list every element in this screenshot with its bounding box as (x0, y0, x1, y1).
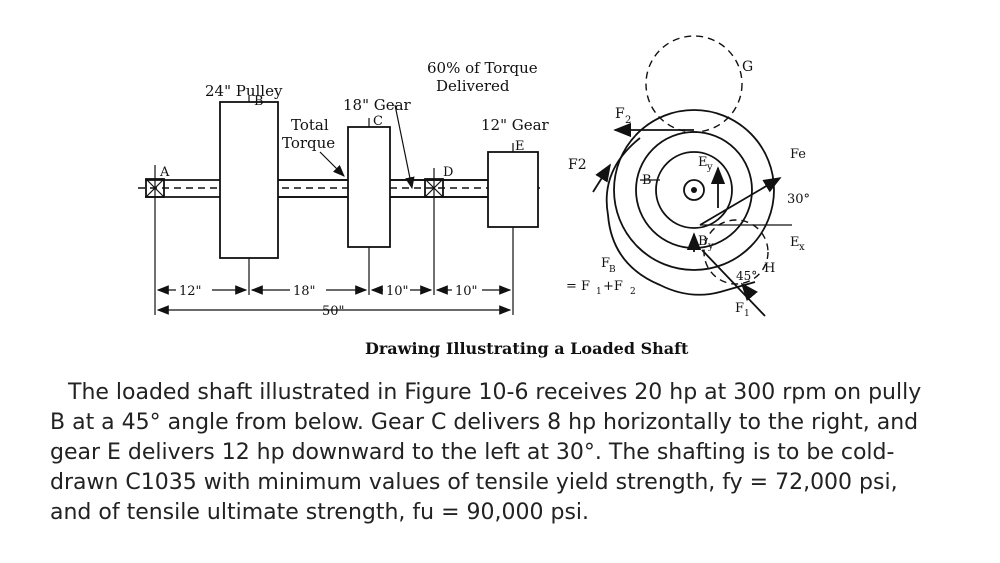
gear-c (347, 126, 391, 248)
f1-sub: 1 (744, 309, 750, 319)
gear-e-circle (655, 151, 733, 229)
shaft-side-view: 24" Pulley B 18" Gear C Total Torque 60%… (138, 59, 550, 319)
problem-statement: The loaded shaft illustrated in Figure 1… (50, 378, 970, 528)
point-c-label: C (373, 114, 383, 129)
angle30-label: 30° (787, 192, 810, 207)
ex-label: E (790, 235, 800, 250)
ey-sub: y (706, 162, 713, 173)
fb-eq-2: 2 (630, 287, 636, 297)
gear18-label: 18" Gear (343, 96, 412, 114)
shaft-end-view: G F 2 F2 B E y Fe 30° E x B y F B = F 1 … (566, 35, 810, 319)
loaded-shaft-diagram: 24" Pulley B 18" Gear C Total Torque 60%… (138, 35, 810, 358)
point-e-label: E (515, 139, 525, 154)
f2-left-label: F2 (568, 157, 587, 173)
f2-top-sub: 2 (625, 115, 631, 126)
pct-torque-label-2: Delivered (436, 77, 510, 95)
f1-line (701, 249, 766, 317)
problem-line-1: The loaded shaft illustrated in Figure 1… (68, 380, 922, 405)
gear-e (487, 151, 539, 228)
fb-eq-1: 1 (596, 287, 602, 297)
f1-arrow (740, 282, 758, 302)
angle45-label: 45° (736, 269, 757, 283)
dim-10b-label: 10" (455, 284, 478, 299)
dim-50-label: 50" (322, 304, 345, 319)
pulley-outline (605, 137, 756, 296)
dim-12-label: 12" (179, 284, 202, 299)
by-label: B (698, 234, 708, 249)
ex-sub: x (799, 242, 805, 253)
h-label: H (764, 261, 775, 276)
ey-label: E (698, 155, 708, 170)
shaft-circle (683, 179, 705, 201)
diagram-caption: Drawing Illustrating a Loaded Shaft (365, 339, 689, 358)
total-torque-label-1: Total (291, 116, 329, 134)
f2-top-label: F (615, 106, 625, 122)
fb-eq: = F (566, 279, 590, 294)
f2-left-arrow (592, 163, 611, 193)
problem-line-3: gear E delivers 12 hp downward to the le… (50, 440, 895, 465)
problem-line-2: B at a 45° angle from below. Gear C deli… (50, 410, 919, 435)
b-label: B (642, 173, 652, 188)
by-sub: y (707, 241, 714, 252)
point-b-label: B (254, 94, 264, 109)
pct-torque-label-1: 60% of Torque (427, 59, 538, 77)
problem-line-5: and of tensile ultimate strength, fu = 9… (50, 500, 590, 525)
fb-sub: B (609, 265, 616, 275)
bearing-a (145, 165, 165, 210)
fb-eq-plus: +F (603, 279, 623, 294)
f1-label: F (735, 301, 744, 316)
fe-label: Fe (790, 147, 806, 162)
problem-line-4: drawn C1035 with minimum values of tensi… (50, 470, 898, 495)
fe-arrow (699, 177, 782, 226)
total-torque-label-2: Torque (282, 134, 335, 152)
dimension-lines (154, 208, 514, 315)
point-d-label: D (443, 165, 453, 180)
fb-label: F (601, 256, 610, 271)
gear12-label: 12" Gear (481, 116, 550, 134)
pulley-b (219, 101, 279, 259)
g-label: G (742, 59, 753, 75)
pulley-label: 24" Pulley (205, 82, 283, 100)
point-a-label: A (159, 165, 170, 180)
dim-18-label: 18" (293, 284, 316, 299)
dim-10a-label: 10" (386, 284, 409, 299)
